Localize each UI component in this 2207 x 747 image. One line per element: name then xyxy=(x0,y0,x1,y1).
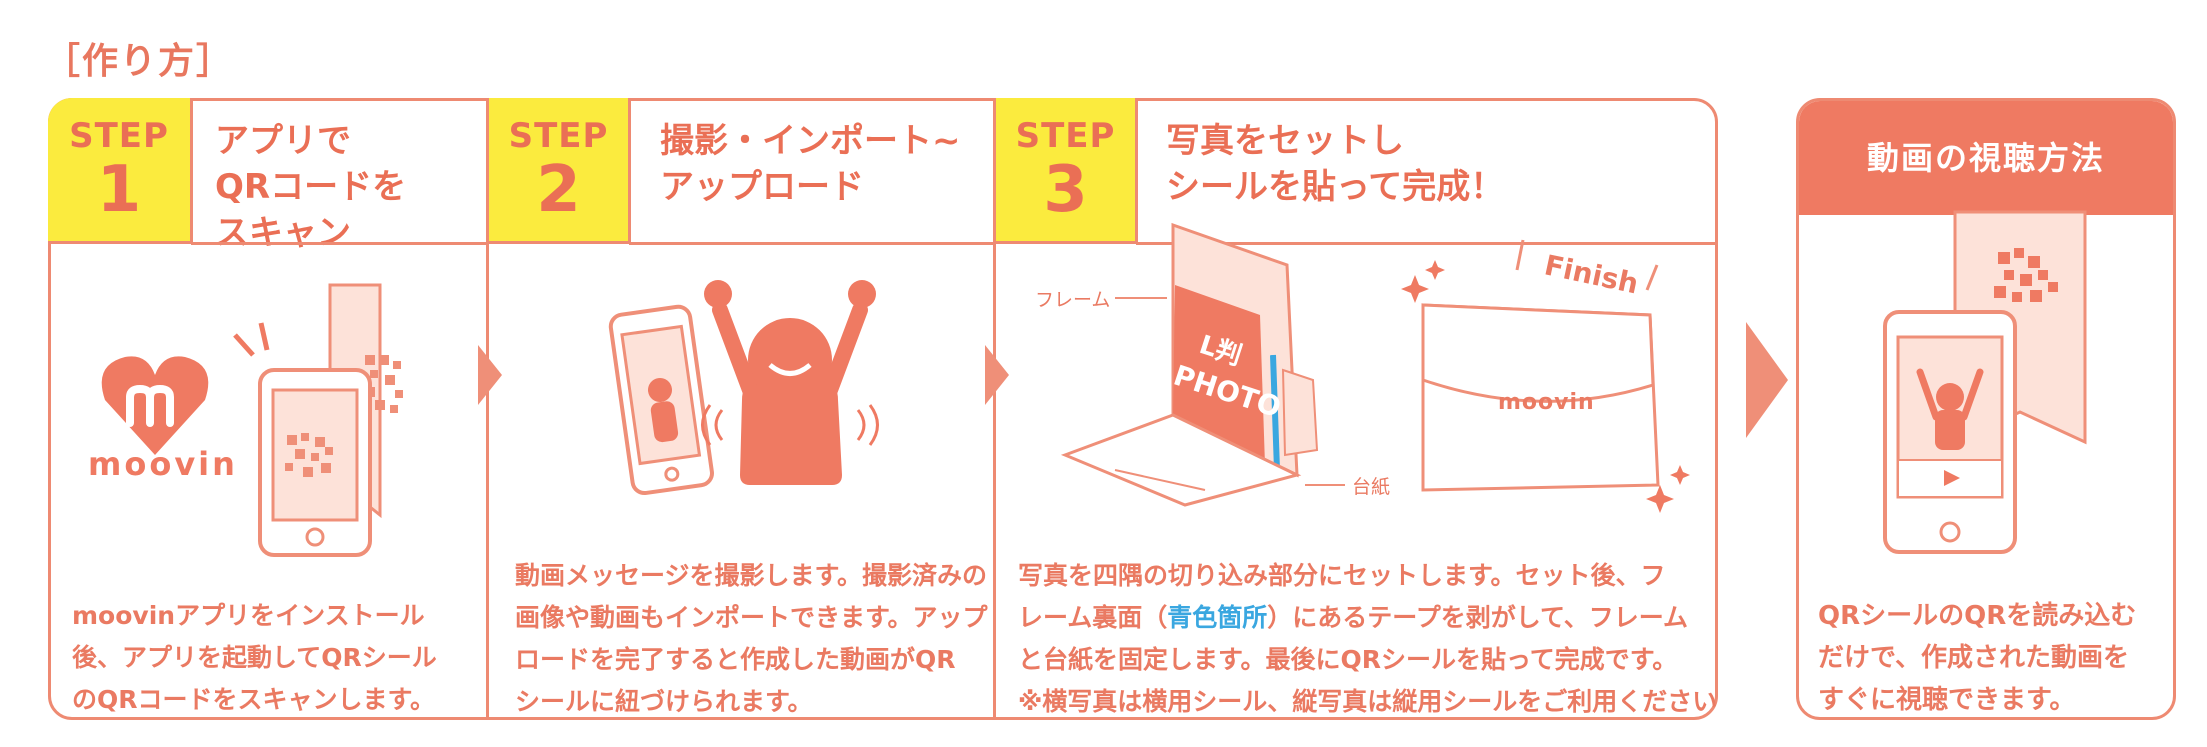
description-line: 写真を四隅の切り込み部分にセットします。セット後、フ xyxy=(1018,561,1666,590)
moovin-logo-icon xyxy=(101,356,209,455)
step-3-description: 写真を四隅の切り込み部分にセットします。セット後、フ レーム裏面（青色箇所）にあ… xyxy=(1018,555,1717,723)
step-3-badge: STEP 3 xyxy=(993,98,1138,244)
step-arrow-icon xyxy=(478,345,502,405)
step-divider xyxy=(486,98,489,720)
step-label: STEP xyxy=(508,116,609,156)
finished-case-illustration xyxy=(1401,239,1690,513)
phone-scan-illustration xyxy=(233,283,403,557)
photo-frame-illustration xyxy=(1060,222,1345,507)
step-1-description: moovinアプリをインストール 後、アプリを起動してQRシール のQRコードを… xyxy=(72,595,437,721)
description-line: シールに紐づけられます。 xyxy=(515,687,813,716)
description-line: QRシールのQRを読み込む xyxy=(1818,601,2137,631)
description-line: だけで、作成された動画を xyxy=(1818,643,2129,673)
description-line: 後、アプリを起動してQRシール xyxy=(72,643,437,672)
step-1-title-rule xyxy=(191,242,487,245)
description-line: ロードを完了すると作成した動画がQR xyxy=(515,645,956,674)
steps-frame xyxy=(48,98,1718,720)
description-line: すぐに視聴できます。 xyxy=(1818,685,2076,715)
description-line: ※横写真は横用シール、縦写真は縦用シールをご利用ください xyxy=(1018,687,1718,716)
step-number: 3 xyxy=(1043,153,1088,227)
how-to-view-description: QRシールのQRを読み込む だけで、作成された動画を すぐに視聴できます。 xyxy=(1818,595,2136,721)
step-number: 2 xyxy=(536,153,581,227)
step-1-title: アプリで QRコードを スキャン xyxy=(215,121,407,253)
description-line: レーム裏面（青色箇所）にあるテープを剥がして、フレーム xyxy=(1018,597,1717,639)
next-arrow-icon xyxy=(1746,322,1788,438)
description-line: と台紙を固定します。最後にQRシールを貼って完成です。 xyxy=(1018,645,1678,674)
step-2-title-rule xyxy=(629,242,994,245)
description-line: 画像や動画もインポートできます。アップ xyxy=(515,603,988,632)
moovin-logo-text: moovin xyxy=(88,445,238,483)
page-title: ［作り方］ xyxy=(44,41,235,82)
step-number: 1 xyxy=(96,153,142,227)
step-label: STEP xyxy=(69,116,169,156)
step-2-description: 動画メッセージを撮影します。撮影済みの 画像や動画もインポートできます。アップ … xyxy=(515,555,988,723)
step-2-badge: STEP 2 xyxy=(486,98,631,244)
step-divider xyxy=(993,98,996,720)
description-line: moovinアプリをインストール xyxy=(72,601,425,630)
blue-highlight-text: 青色箇所 xyxy=(1167,603,1268,632)
how-to-view-panel: 動画の視聴方法 xyxy=(1796,98,2176,720)
frame-label: フレーム xyxy=(1035,289,1111,311)
recording-person-illustration xyxy=(608,280,879,496)
case-logo: moovin xyxy=(1498,390,1595,415)
step-3-title-rule xyxy=(1136,242,1718,245)
step-3-title: 写真をセットし シールを貼って完成！ xyxy=(1166,121,1505,207)
how-to-view-heading: 動画の視聴方法 xyxy=(1799,101,2173,215)
step-2-title: 撮影・インポート~ アップロード xyxy=(660,121,961,207)
step-arrow-icon xyxy=(985,345,1009,405)
step-1-badge: STEP 1 xyxy=(48,98,193,244)
description-text: レーム裏面（ xyxy=(1018,603,1168,632)
step-label: STEP xyxy=(1015,116,1116,156)
description-line: のQRコードをスキャンします。 xyxy=(72,685,436,714)
description-text: ）にあるテープを剥がして、フレーム xyxy=(1267,603,1689,632)
phone-playback-illustration xyxy=(1883,210,2087,554)
mount-label: 台紙 xyxy=(1352,476,1391,498)
description-line: 動画メッセージを撮影します。撮影済みの xyxy=(515,561,988,590)
